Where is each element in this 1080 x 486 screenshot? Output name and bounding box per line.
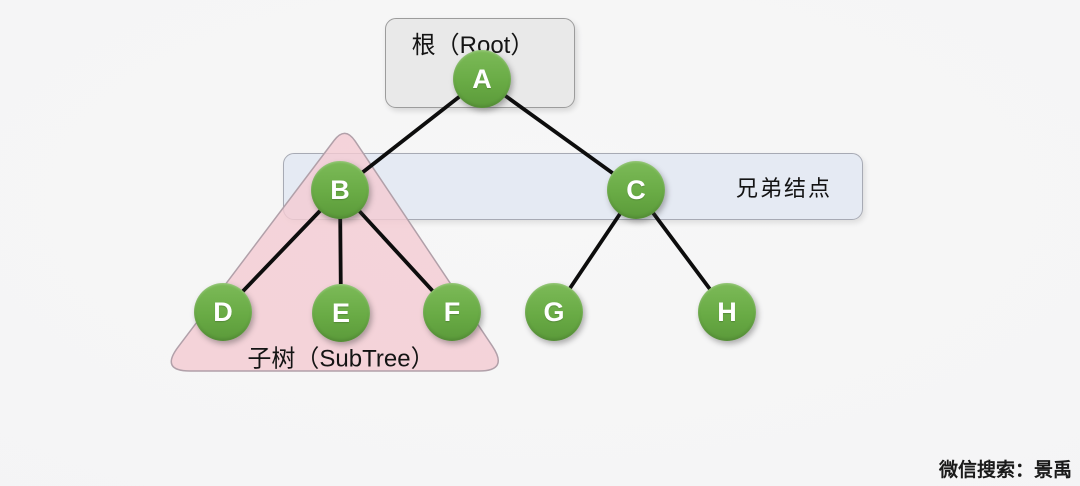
tree-node-F: F xyxy=(423,283,481,341)
node-label: H xyxy=(717,296,737,327)
tree-node-E: E xyxy=(312,284,370,342)
watermark-text: 微信搜索：景禹 xyxy=(938,460,1072,481)
node-label: A xyxy=(472,63,492,94)
subtree-region xyxy=(170,132,500,372)
tree-node-B: B xyxy=(311,161,369,219)
tree-node-H: H xyxy=(698,283,756,341)
tree-node-D: D xyxy=(194,283,252,341)
node-label: B xyxy=(330,174,350,205)
edge-A-B xyxy=(338,77,484,192)
edge-A-C xyxy=(480,77,638,192)
sibling-region-box: 兄弟结点 xyxy=(283,153,863,220)
node-label: G xyxy=(543,296,565,327)
node-label: D xyxy=(213,296,233,327)
subtree-label: 子树（SubTree） xyxy=(247,345,435,373)
node-label: E xyxy=(331,297,350,328)
node-label: F xyxy=(443,296,461,327)
tree-node-A: A xyxy=(453,50,511,108)
tree-node-G: G xyxy=(525,283,583,341)
tree-node-C: C xyxy=(607,161,665,219)
sibling-region-label: 兄弟结点 xyxy=(735,175,832,201)
node-label: C xyxy=(626,174,646,205)
